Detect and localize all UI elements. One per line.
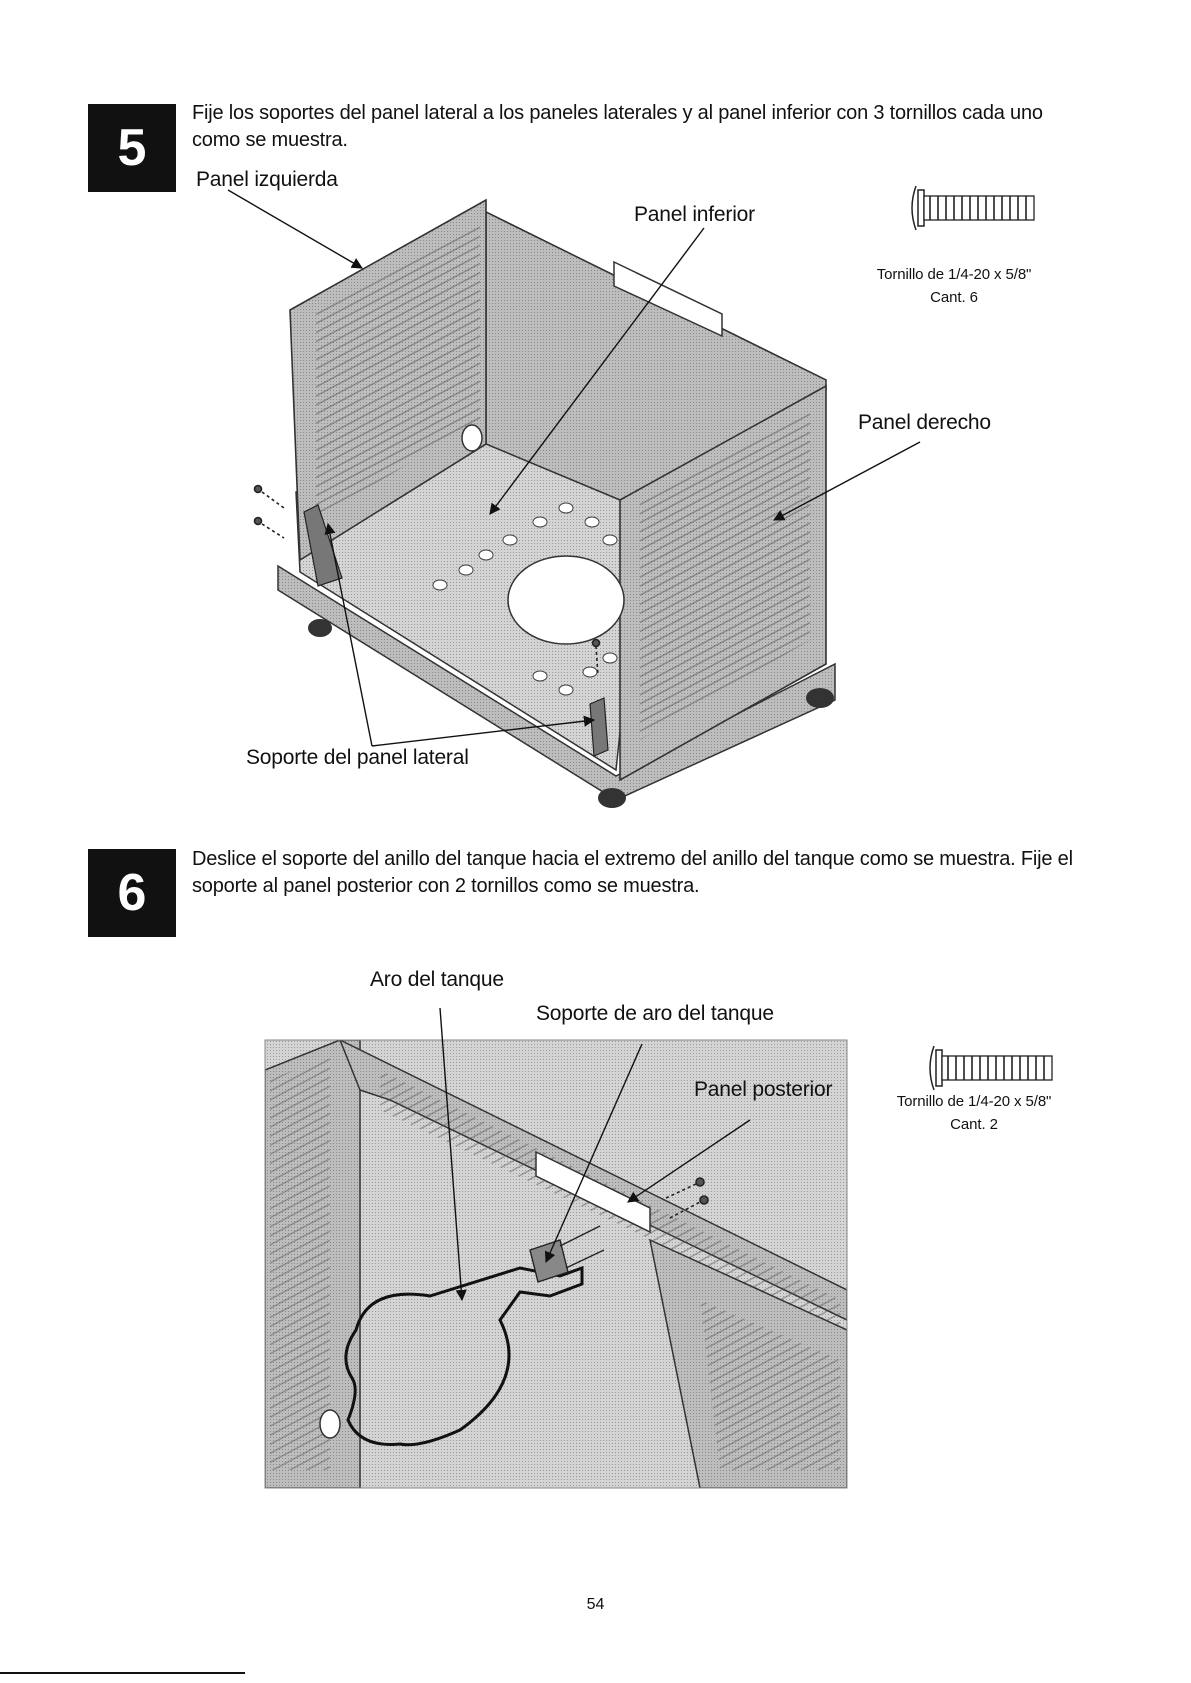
label-bottom-panel: Panel inferior [634,203,755,226]
step-6-badge: 6 [88,849,176,937]
label-tank-ring-bracket: Soporte de aro del tanque [536,1002,774,1025]
step-5-badge: 5 [88,104,176,192]
screw-spec-step5: Tornillo de 1/4-20 x 5/8" [876,266,1032,283]
footer-rule [0,1672,245,1674]
screw-spec-step6: Tornillo de 1/4-20 x 5/8" [896,1093,1052,1110]
label-side-bracket: Soporte del panel lateral [246,746,469,769]
label-rear-panel: Panel posterior [694,1078,833,1101]
screw-qty-step5: Cant. 6 [930,289,978,306]
label-right-panel: Panel derecho [858,411,991,434]
label-tank-ring: Aro del tanque [370,968,504,991]
screw-qty-step6: Cant. 2 [950,1116,998,1133]
step-5-instructions: Fije los soportes del panel lateral a lo… [192,102,1043,151]
step-6-instructions: Deslice el soporte del anillo del tanque… [192,848,1073,897]
page-number: 54 [586,1596,605,1613]
step-5-illustration [227,185,1035,808]
label-left-panel: Panel izquierda [196,168,338,191]
step-5-number: 5 [117,119,147,177]
step-6-number: 6 [117,864,147,922]
screw-icon [911,185,1035,231]
